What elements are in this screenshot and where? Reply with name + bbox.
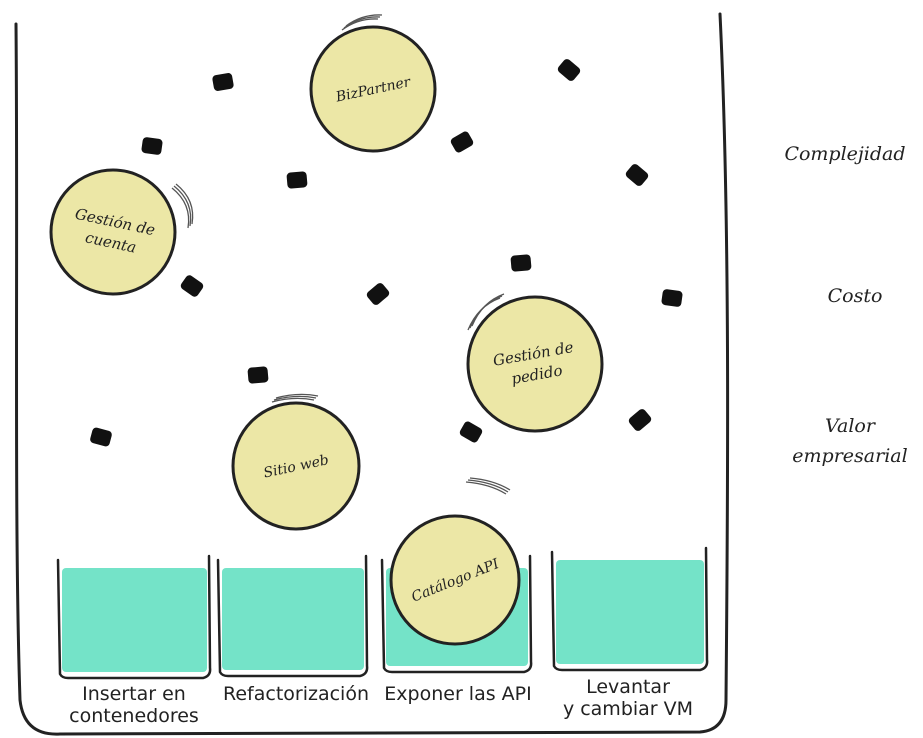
pebble-icon [450, 131, 474, 153]
ball-circle [231, 401, 361, 531]
pebble-icon [628, 409, 652, 431]
pebble-icon [286, 171, 308, 189]
pebble-icon [180, 275, 204, 297]
bin-fill [556, 560, 704, 664]
pebble-icon [247, 366, 269, 384]
motion-lines-icon [171, 183, 194, 229]
bin-label: Levantar [586, 676, 670, 698]
bin-outline [216, 554, 369, 678]
ball-sitio-web: Sitio web [231, 393, 361, 531]
pebble-icon [625, 164, 649, 186]
pebble-icon [661, 289, 683, 307]
ball-circle [389, 514, 521, 646]
label-costo: Costo [828, 285, 883, 307]
pebble-icon [212, 73, 234, 91]
label-valor-empresarial: Valor empresarial [792, 415, 907, 467]
bin-label: Insertar en [82, 683, 186, 705]
bin-label: Exponer las API [384, 683, 531, 705]
ball-bizpartner: BizPartner [309, 14, 437, 153]
bin-outline [56, 554, 212, 680]
bin-refactorizacion: Refactorización [216, 554, 369, 705]
motion-lines-icon [465, 477, 511, 495]
motion-lines-icon [467, 293, 505, 331]
bin-label: y cambiar VM [563, 698, 693, 720]
bin-outline [550, 546, 709, 672]
pebble-icon [366, 283, 390, 305]
pebble-icon [557, 59, 581, 81]
ball-circle [49, 168, 177, 296]
bin-fill [62, 568, 207, 672]
label-complejidad: Complejidad [784, 143, 905, 165]
side-label-text: Valor [825, 415, 877, 437]
pebble-icon [90, 427, 112, 447]
pebble-icon [459, 421, 483, 443]
side-label-text: empresarial [792, 445, 907, 467]
bin-label: Refactorización [223, 683, 369, 705]
pebbles-layer [90, 59, 683, 447]
side-label-text: Complejidad [784, 143, 905, 165]
container-outline [14, 12, 730, 736]
pebble-icon [510, 254, 532, 272]
ball-circle [466, 295, 604, 433]
motion-lines-icon [341, 14, 383, 31]
bin-label: contenedores [69, 705, 199, 727]
ball-catalogo-api: Catálogo API [389, 477, 521, 646]
pebble-icon [141, 137, 163, 155]
bin-outline [380, 554, 533, 674]
motion-lines-icon [271, 393, 319, 403]
bin-fill [222, 568, 364, 670]
ball-circle [309, 25, 437, 153]
side-label-text: Costo [828, 285, 883, 307]
